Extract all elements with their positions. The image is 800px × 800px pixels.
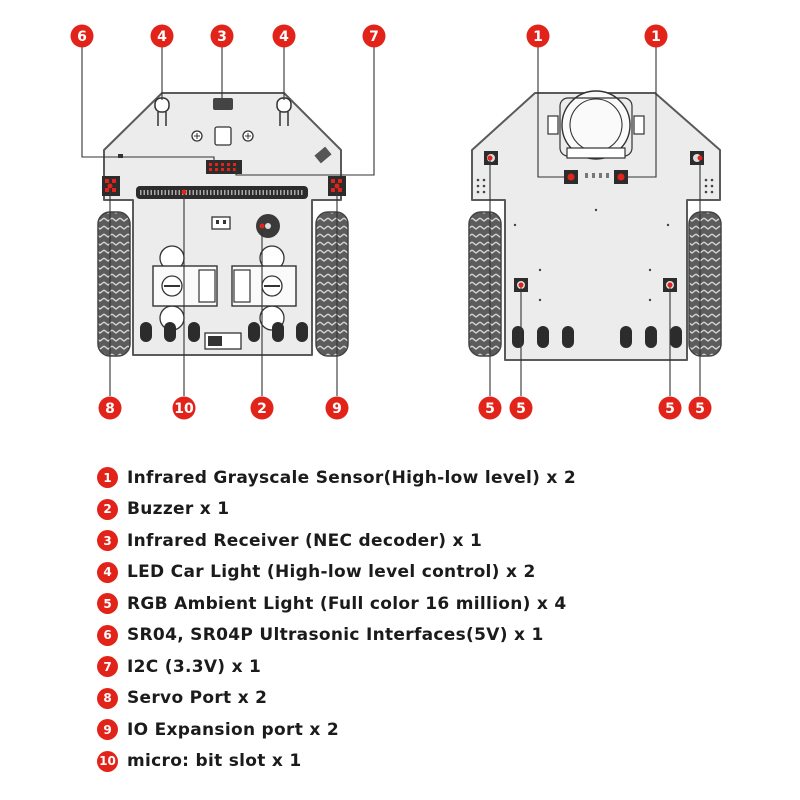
connector bbox=[211, 216, 231, 230]
legend-badge: 5 bbox=[97, 593, 118, 615]
legend-badge: 6 bbox=[97, 624, 118, 646]
svg-text:4: 4 bbox=[157, 29, 167, 45]
svg-text:2: 2 bbox=[257, 401, 267, 417]
legend-item: 7 I2C (3.3V) x 1 bbox=[97, 651, 576, 683]
legend-label: Infrared Receiver (NEC decoder) x 1 bbox=[127, 530, 483, 551]
svg-text:8: 8 bbox=[105, 401, 115, 417]
svg-text:7: 7 bbox=[369, 29, 379, 45]
svg-text:9: 9 bbox=[332, 401, 342, 417]
svg-text:1: 1 bbox=[533, 29, 543, 45]
marker-9: 9 bbox=[325, 396, 349, 420]
chip bbox=[214, 126, 232, 146]
legend-label: Buzzer x 1 bbox=[127, 499, 230, 520]
left-motor bbox=[152, 245, 218, 331]
marker-6: 6 bbox=[70, 24, 94, 48]
legend-item: 8 Servo Port x 2 bbox=[97, 683, 576, 715]
legend-label: LED Car Light (High-low level control) x… bbox=[127, 562, 536, 583]
marker-7: 7 bbox=[362, 24, 386, 48]
svg-text:1: 1 bbox=[651, 29, 661, 45]
battery-holder bbox=[547, 90, 645, 160]
legend-badge: 3 bbox=[97, 530, 118, 552]
svg-text:5: 5 bbox=[516, 401, 526, 417]
legend-list: 1 Infrared Grayscale Sensor(High-low leve… bbox=[97, 462, 576, 777]
front-view bbox=[81, 47, 375, 396]
legend-item: 2 Buzzer x 1 bbox=[97, 494, 576, 526]
legend-label: SR04, SR04P Ultrasonic Interfaces(5V) x … bbox=[127, 625, 544, 646]
legend-item: 1 Infrared Grayscale Sensor(High-low leve… bbox=[97, 462, 576, 494]
legend-item: 6 SR04, SR04P Ultrasonic Interfaces(5V) x… bbox=[97, 620, 576, 652]
power-switch bbox=[314, 146, 332, 164]
front-right-wheel bbox=[315, 211, 349, 357]
legend-badge: 10 bbox=[97, 750, 118, 772]
back-view bbox=[468, 47, 722, 396]
marker-2: 2 bbox=[250, 396, 274, 420]
marker-5: 5 bbox=[658, 396, 682, 420]
svg-text:6: 6 bbox=[77, 29, 87, 45]
legend-badge: 9 bbox=[97, 719, 118, 741]
legend-badge: 7 bbox=[97, 656, 118, 678]
marker-8: 8 bbox=[98, 396, 122, 420]
legend-item: 9 IO Expansion port x 2 bbox=[97, 714, 576, 746]
front-left-wheel bbox=[97, 211, 131, 357]
legend-label: RGB Ambient Light (Full color 16 million… bbox=[127, 593, 567, 614]
legend-label: I2C (3.3V) x 1 bbox=[127, 656, 262, 677]
marker-5: 5 bbox=[688, 396, 712, 420]
bottom-sensor-holes bbox=[140, 322, 308, 342]
marker-5: 5 bbox=[509, 396, 533, 420]
legend-item: 3 Infrared Receiver (NEC decoder) x 1 bbox=[97, 525, 576, 557]
svg-text:5: 5 bbox=[665, 401, 675, 417]
legend-label: IO Expansion port x 2 bbox=[127, 719, 339, 740]
legend-badge: 1 bbox=[97, 467, 118, 489]
back-right-wheel bbox=[688, 211, 722, 357]
marker-4: 4 bbox=[272, 24, 296, 48]
legend-label: Infrared Grayscale Sensor(High-low level… bbox=[127, 467, 577, 488]
robot-car-diagram: 6 4 3 4 7 8 10 2 9 1 1 5 5 5 5 bbox=[70, 24, 722, 420]
marker-4: 4 bbox=[150, 24, 174, 48]
legend-badge: 8 bbox=[97, 687, 118, 709]
marker-5: 5 bbox=[478, 396, 502, 420]
back-left-wheel bbox=[468, 211, 502, 357]
legend-badge: 4 bbox=[97, 561, 118, 583]
svg-text:3: 3 bbox=[217, 29, 227, 45]
svg-text:5: 5 bbox=[485, 401, 495, 417]
right-motor bbox=[231, 245, 297, 331]
marker-1: 1 bbox=[526, 24, 550, 48]
marker-10: 10 bbox=[172, 396, 196, 420]
legend-label: micro: bit slot x 1 bbox=[127, 751, 302, 772]
svg-text:4: 4 bbox=[279, 29, 289, 45]
marker-3: 3 bbox=[210, 24, 234, 48]
infrared-receiver bbox=[213, 98, 233, 110]
svg-text:10: 10 bbox=[174, 401, 194, 417]
legend-item: 10 micro: bit slot x 1 bbox=[97, 746, 576, 778]
legend-item: 4 LED Car Light (High-low level control) … bbox=[97, 557, 576, 589]
marker-1: 1 bbox=[644, 24, 668, 48]
back-board bbox=[471, 92, 721, 361]
svg-text:5: 5 bbox=[695, 401, 705, 417]
sr04-i2c-header bbox=[206, 160, 242, 174]
legend-item: 5 RGB Ambient Light (Full color 16 millio… bbox=[97, 588, 576, 620]
legend-badge: 2 bbox=[97, 498, 118, 520]
legend-label: Servo Port x 2 bbox=[127, 688, 268, 709]
